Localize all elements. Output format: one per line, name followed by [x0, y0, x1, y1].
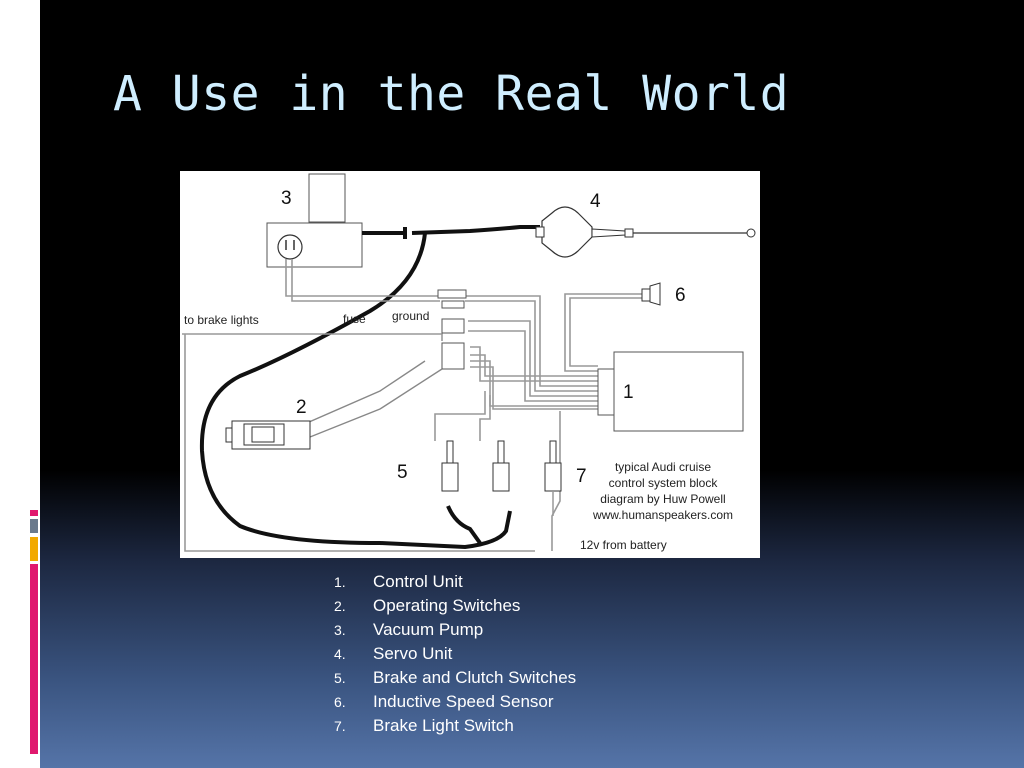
- accent-bar-orange: [30, 537, 38, 561]
- legend-label: Vacuum Pump: [373, 620, 484, 639]
- legend-label: Inductive Speed Sensor: [373, 692, 554, 711]
- label-n4: 4: [590, 191, 601, 212]
- diagram-caption: typical Audi cruise control system block…: [592, 460, 733, 522]
- label-brake-lights: to brake lights: [184, 313, 259, 327]
- label-battery: 12v from battery: [580, 538, 667, 552]
- hose-loop: [199, 232, 512, 550]
- fuse-connector: [441, 300, 465, 309]
- legend-item: 3. Vacuum Pump: [334, 618, 576, 642]
- label-n2: 2: [296, 397, 307, 418]
- legend-item: 6. Inductive Speed Sensor: [334, 690, 576, 714]
- legend-number: 5.: [334, 670, 346, 686]
- vacuum-pump-connector: [277, 234, 303, 260]
- legend-number: 2.: [334, 598, 346, 614]
- label-n5: 5: [397, 462, 408, 483]
- legend-number: 4.: [334, 646, 346, 662]
- legend-number: 1.: [334, 574, 346, 590]
- accent-bar-top: [30, 510, 38, 516]
- ground-connector: [441, 318, 465, 334]
- legend-item: 1. Control Unit: [334, 570, 576, 594]
- accent-bar-magenta: [30, 564, 38, 754]
- legend-label: Brake Light Switch: [373, 716, 514, 735]
- legend-number: 6.: [334, 694, 346, 710]
- legend-label: Control Unit: [373, 572, 463, 591]
- speed-sensor: [641, 288, 651, 302]
- legend-label: Servo Unit: [373, 644, 453, 663]
- control-unit-box: [613, 351, 744, 432]
- legend-item: 4. Servo Unit: [334, 642, 576, 666]
- connector-a: [437, 289, 467, 299]
- legend-number: 7.: [334, 718, 346, 734]
- legend-label: Operating Switches: [373, 596, 521, 615]
- slide-title: A Use in the Real World: [113, 66, 790, 122]
- accent-bar-gray: [30, 519, 38, 533]
- legend-number: 3.: [334, 622, 346, 638]
- cruise-control-diagram: 3 4 6 1 2 5 7 to brake lights fuse groun…: [180, 171, 760, 558]
- caption-line: typical Audi cruise: [615, 460, 711, 474]
- brake-light-switch: [544, 440, 562, 492]
- legend-item: 7. Brake Light Switch: [334, 714, 576, 738]
- label-n6: 6: [675, 285, 686, 306]
- brake-clutch-switches: [441, 440, 510, 492]
- legend-label: Brake and Clutch Switches: [373, 668, 577, 687]
- legend-item: 2. Operating Switches: [334, 594, 576, 618]
- wiring-bundle: [182, 259, 650, 552]
- caption-line: control system block: [609, 476, 719, 490]
- component-legend: 1. Control Unit 2. Operating Switches 3. Va…: [334, 570, 576, 738]
- multi-connector: [441, 342, 465, 370]
- label-n3: 3: [281, 188, 292, 209]
- caption-line: www.humanspeakers.com: [592, 508, 733, 522]
- vacuum-pump-top: [308, 173, 346, 223]
- label-n7: 7: [576, 466, 587, 487]
- caption-line: diagram by Huw Powell: [600, 492, 725, 506]
- vacuum-hose: [362, 225, 540, 239]
- label-ground: ground: [392, 309, 429, 323]
- legend-item: 5. Brake and Clutch Switches: [334, 666, 576, 690]
- label-n1: 1: [623, 382, 634, 403]
- label-fuse: fuse: [343, 312, 366, 326]
